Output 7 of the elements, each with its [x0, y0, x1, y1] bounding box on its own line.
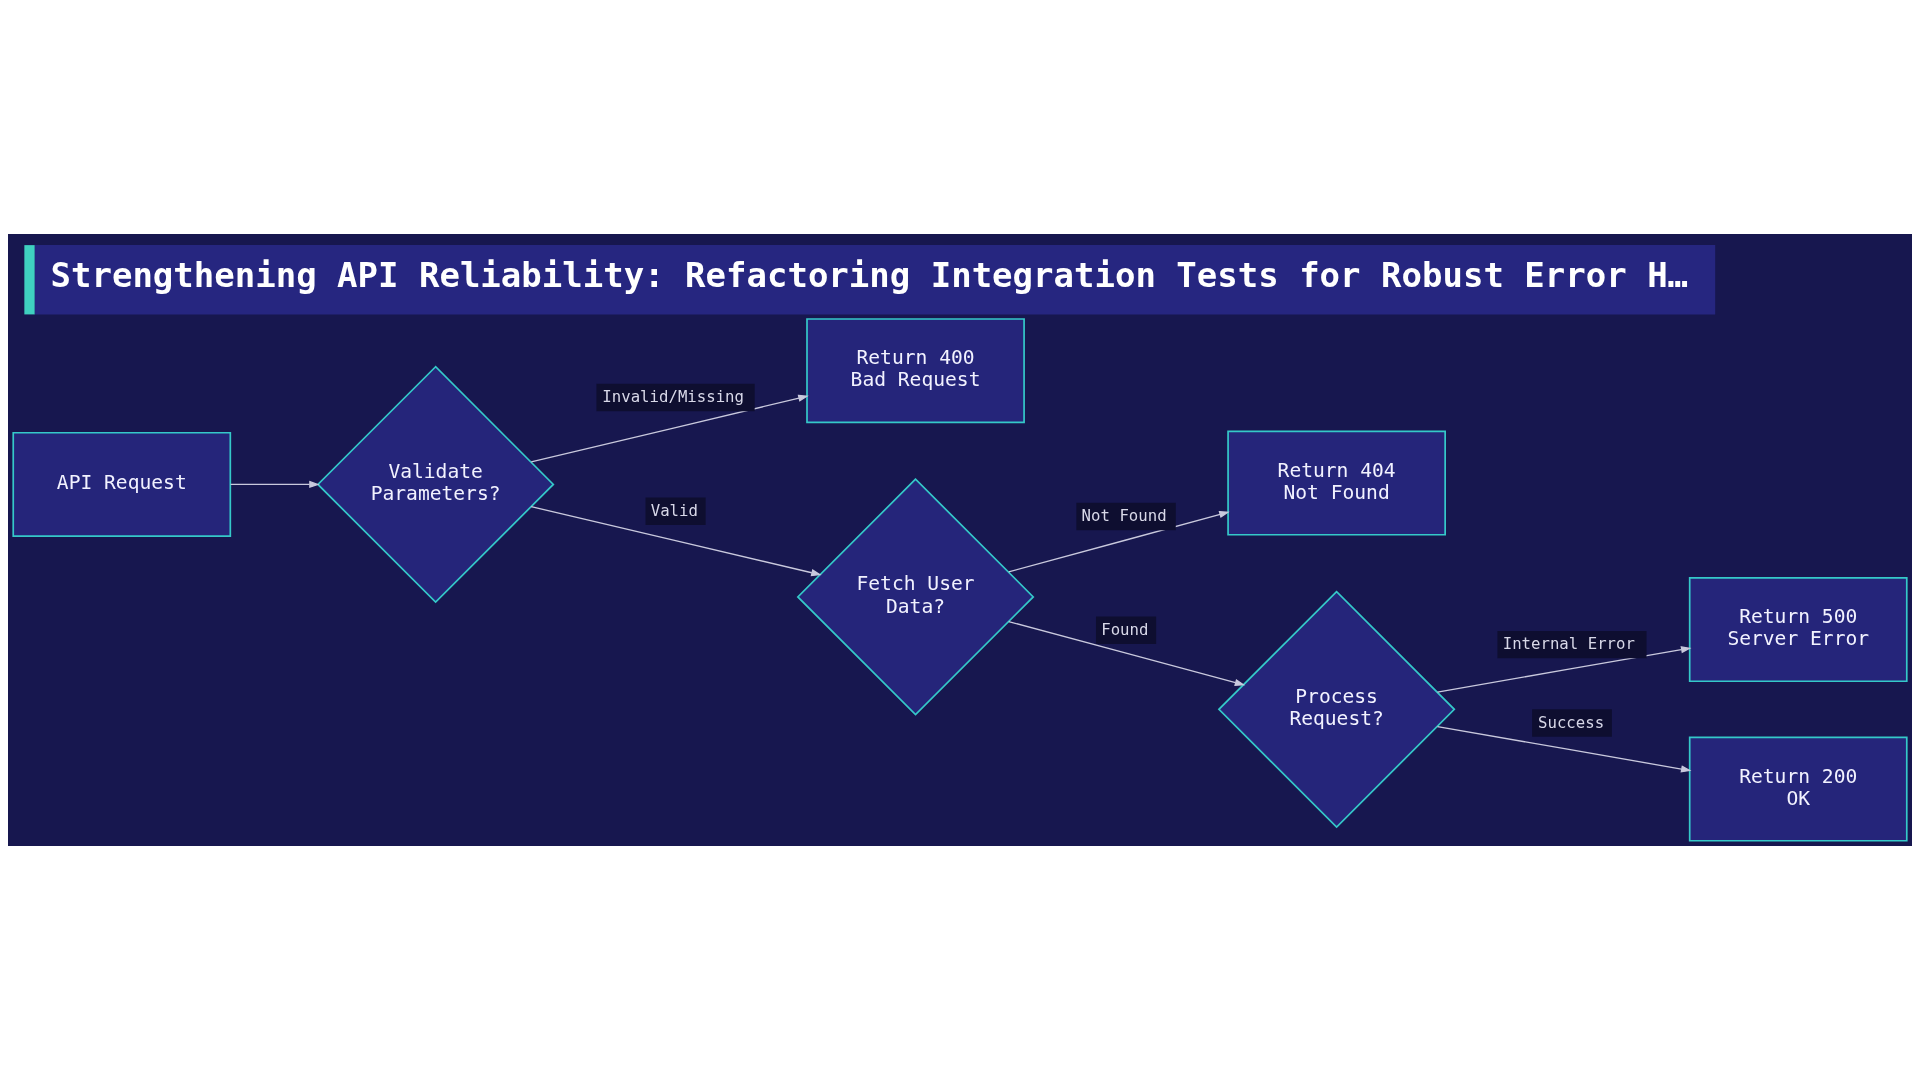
edge-label: Valid [650, 500, 698, 520]
edge-label: Internal Error [1502, 634, 1635, 654]
edge-label: Success [1538, 712, 1605, 732]
diagram-title: Strengthening API Reliability: Refactoring Integration Tests for Robust Error H… [50, 254, 1689, 295]
edge-label: Not Found [1081, 506, 1167, 526]
edge-label: Found [1101, 619, 1149, 639]
edge-label: Invalid/Missing [602, 387, 745, 407]
